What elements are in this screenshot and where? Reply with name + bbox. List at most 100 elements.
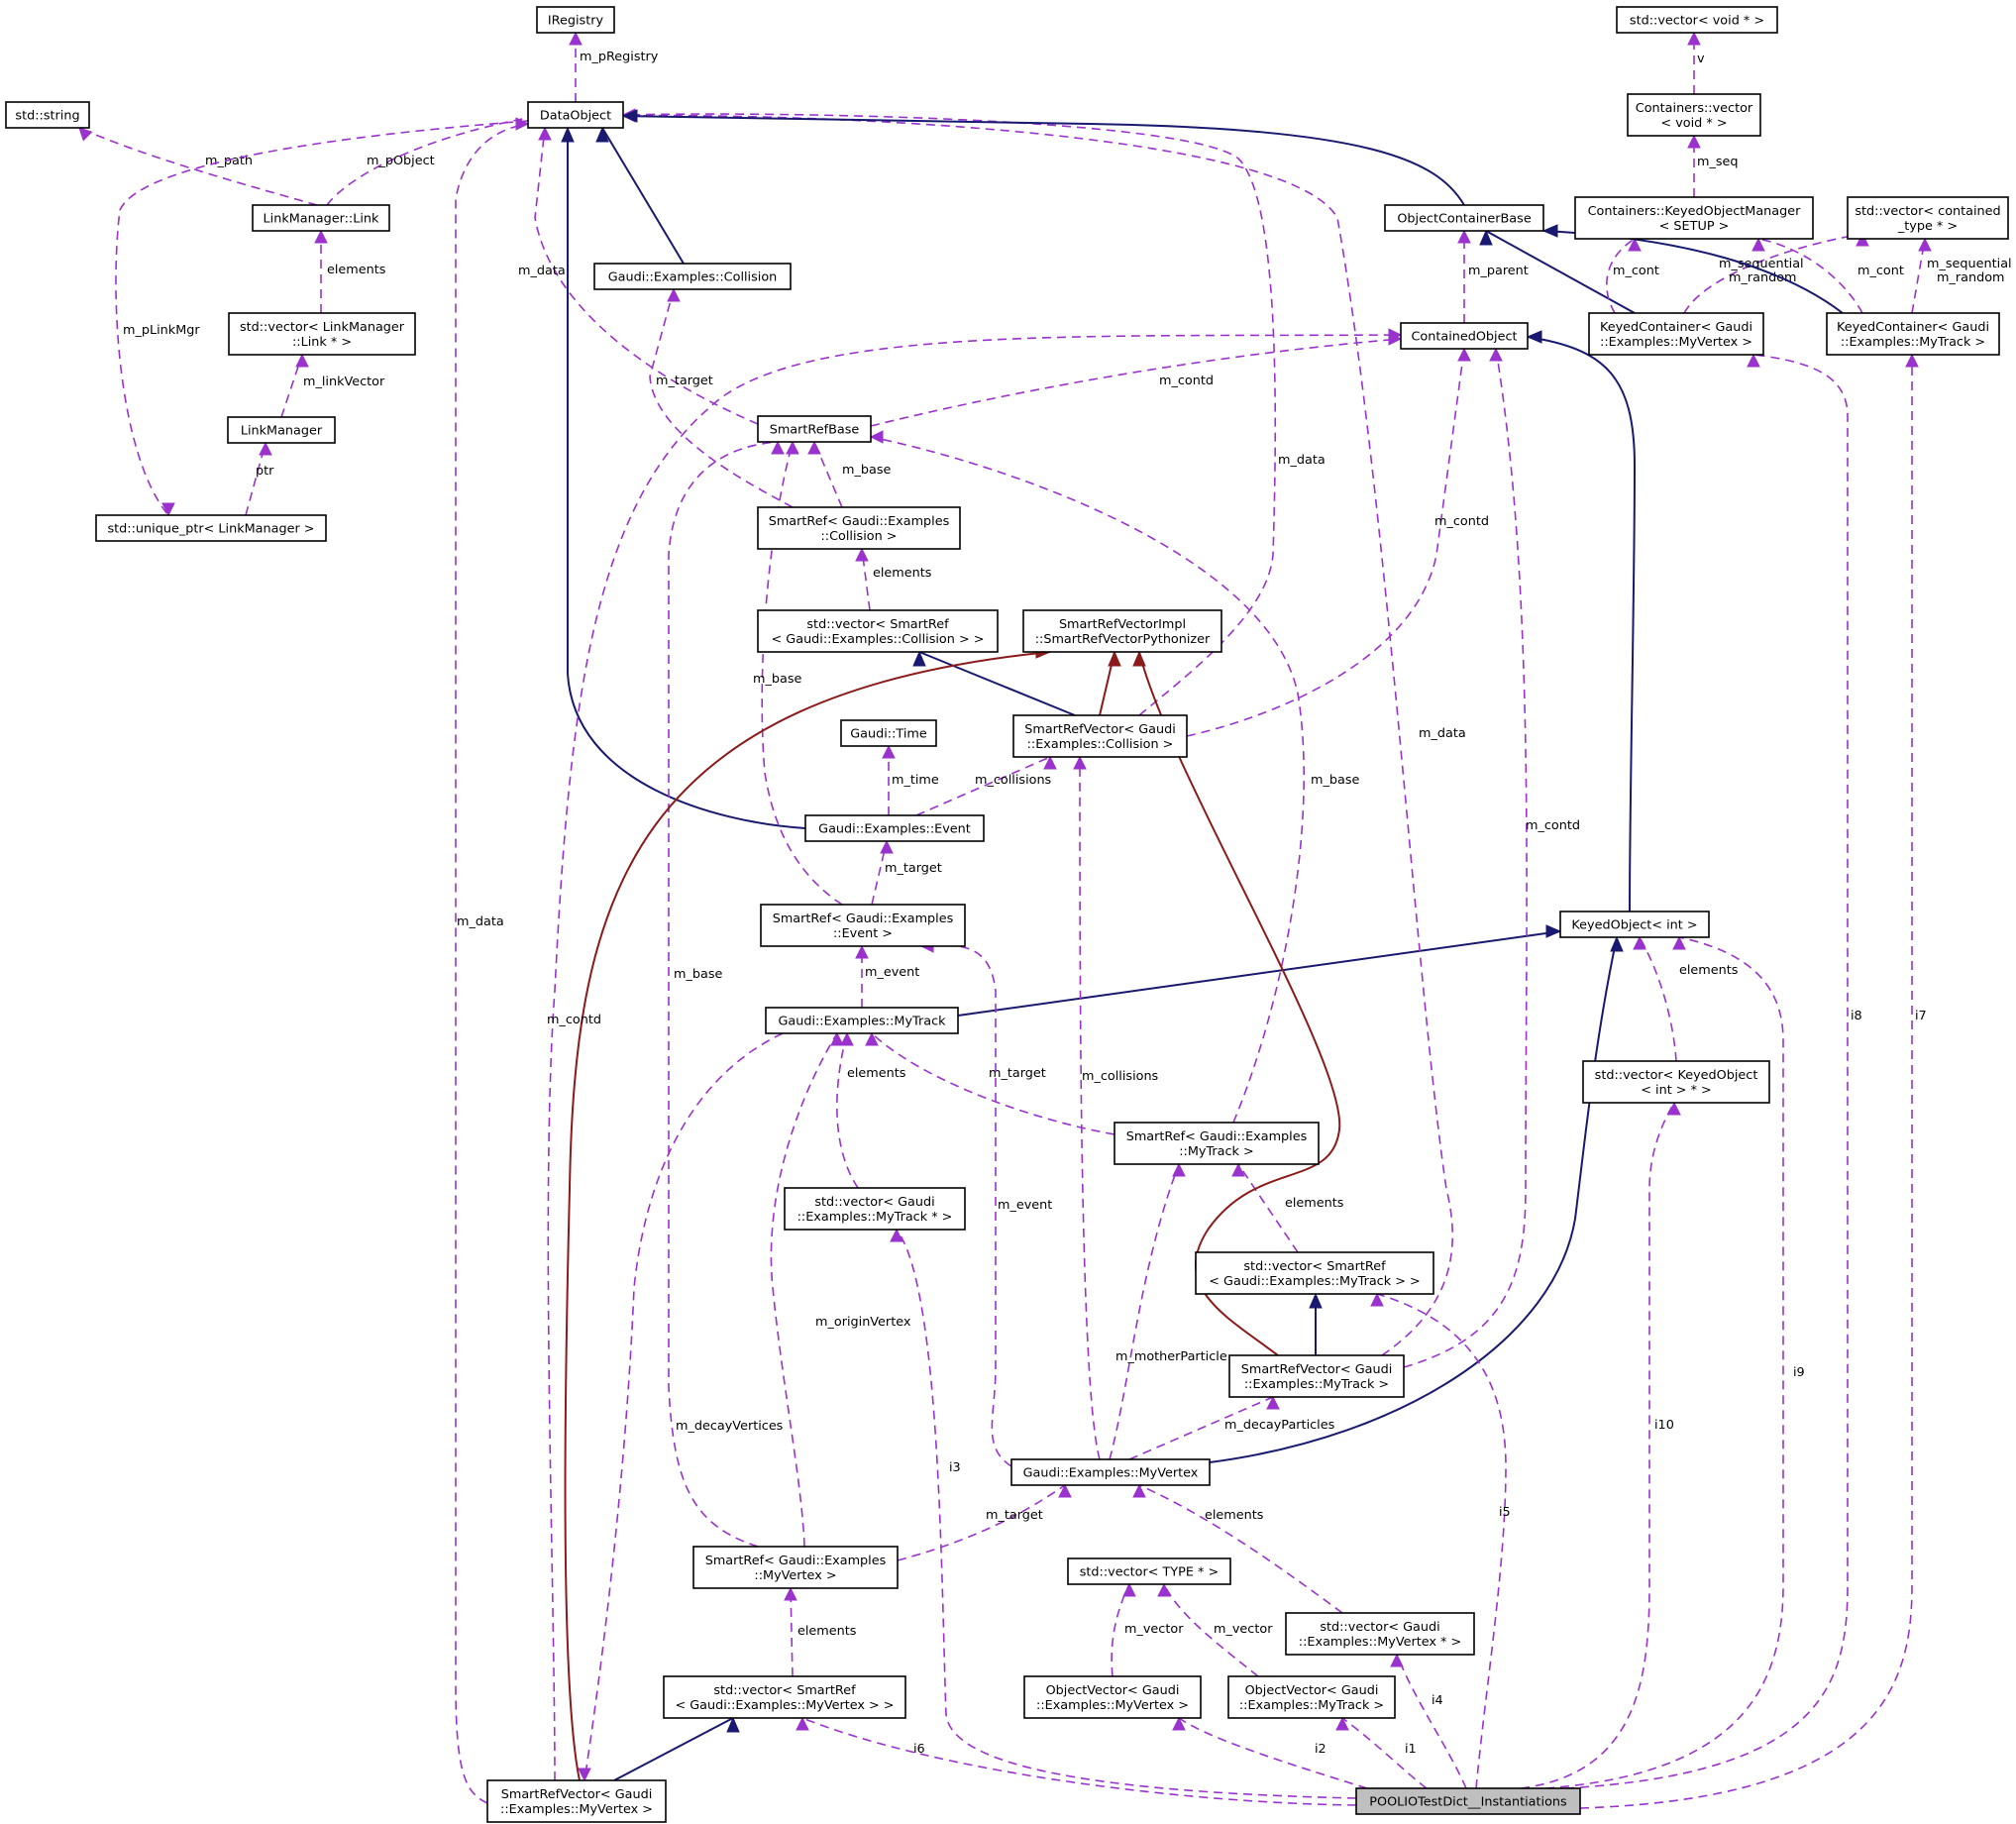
- edge-MyTrack-to-SRVMyVertex: m_decayVertices: [578, 1032, 784, 1782]
- class-node-MyVertex[interactable]: Gaudi::Examples::MyVertex: [1010, 1458, 1211, 1486]
- class-node-uptrLM[interactable]: std::unique_ptr< LinkManager >: [95, 514, 327, 542]
- class-name: SmartRefVector< Gaudi: [1241, 1362, 1393, 1377]
- class-node-SRMyTrack[interactable]: SmartRef< Gaudi::Examples::MyTrack >: [1114, 1122, 1320, 1165]
- class-box: [757, 609, 999, 653]
- edge-arrowhead: [796, 1716, 809, 1731]
- edge-arrowhead: [1172, 1716, 1186, 1731]
- class-node-SRVMyVertex[interactable]: SmartRefVector< Gaudi::Examples::MyVerte…: [486, 1779, 667, 1823]
- class-node-SRVImpl[interactable]: SmartRefVectorImpl::SmartRefVectorPython…: [1022, 609, 1222, 653]
- class-node-OVMyVertex[interactable]: ObjectVector< Gaudi::Examples::MyVertex …: [1023, 1675, 1202, 1719]
- class-node-OVMyTrack[interactable]: ObjectVector< Gaudi::Examples::MyTrack >: [1227, 1675, 1396, 1719]
- class-node-KCMyTrack[interactable]: KeyedContainer< Gaudi::Examples::MyTrack…: [1826, 312, 2000, 356]
- edge-arrowhead: [538, 126, 552, 141]
- class-node-string[interactable]: std::string: [5, 101, 90, 129]
- edge-SRMyVertex-to-SmartRefBase: m_base: [668, 440, 785, 1548]
- class-box: [1826, 312, 2000, 356]
- edge-SRVMyVertex-to-vecSRMyVertex: [613, 1716, 740, 1781]
- class-node-IRegistry[interactable]: IRegistry: [536, 6, 615, 34]
- edge-LMLink-to-string: m_path: [78, 127, 318, 206]
- edge-arrowhead: [314, 229, 328, 244]
- class-node-LinkManager[interactable]: LinkManager: [227, 416, 336, 444]
- class-box: [1400, 322, 1529, 350]
- edge-arrowhead: [1335, 1716, 1349, 1731]
- class-node-LMLink[interactable]: LinkManager::Link: [252, 204, 390, 232]
- class-node-vecVoid[interactable]: std::vector< void * >: [1616, 6, 1778, 34]
- edge-arrowhead: [1541, 224, 1558, 238]
- edge-label: m_base: [1311, 773, 1359, 788]
- edge-line: [1237, 1163, 1299, 1253]
- edge-arrowhead: [1132, 650, 1146, 667]
- edge-arrowhead: [1628, 237, 1642, 252]
- class-node-MyTrack[interactable]: Gaudi::Examples::MyTrack: [765, 1007, 959, 1034]
- class-node-vecSRMyVertex[interactable]: std::vector< SmartRef< Gaudi::Examples::…: [663, 1675, 906, 1719]
- class-node-vecContained[interactable]: std::vector< contained_type * >: [1847, 196, 2009, 240]
- edge-line: [1683, 233, 1863, 314]
- edge-SRVMyTrack-to-ContainedObject: m_contd: [1403, 347, 1580, 1368]
- edge-label: elements: [873, 566, 932, 581]
- class-node-vecSRMyTrack[interactable]: std::vector< SmartRef< Gaudi::Examples::…: [1195, 1251, 1434, 1295]
- edge-POOLIO-to-KCMyTrack: i7: [1579, 353, 1927, 1809]
- edge-label: m_collisions: [975, 773, 1052, 788]
- class-node-Event[interactable]: Gaudi::Examples::Event: [804, 814, 985, 842]
- edge-SRMyVertex-to-MyVertex: m_target: [897, 1483, 1072, 1561]
- edge-arrowhead: [865, 1031, 879, 1046]
- class-node-vecLMLink[interactable]: std::vector< LinkManager::Link * >: [228, 312, 416, 356]
- edge-POOLIO-to-KCMyVertex: i8: [1564, 353, 1862, 1789]
- edge-Event-to-SRVCollision: m_collisions: [915, 755, 1057, 816]
- class-name: Gaudi::Examples::Collision: [608, 270, 778, 285]
- edge-line: [897, 1484, 1066, 1561]
- edge-arrowhead: [1905, 353, 1919, 368]
- edge-arrowhead: [1489, 347, 1503, 362]
- class-node-DataObject[interactable]: DataObject: [527, 101, 624, 129]
- class-name: ::Examples::MyTrack >: [1244, 1377, 1389, 1392]
- edge-arrowhead: [561, 126, 575, 143]
- class-node-vecMyVertexPtr[interactable]: std::vector< Gaudi::Examples::MyVertex *…: [1285, 1612, 1475, 1656]
- edge-arrowhead: [1108, 650, 1121, 667]
- edge-POOLIO-to-vecSRMyTrack: i5: [1370, 1292, 1511, 1789]
- class-name: std::vector< LinkManager: [240, 320, 405, 335]
- class-node-vecSRCollision[interactable]: std::vector< SmartRef< Gaudi::Examples::…: [757, 609, 999, 653]
- class-node-SRVCollision[interactable]: SmartRefVector< Gaudi::Examples::Collisi…: [1012, 714, 1188, 758]
- class-name: SmartRef< Gaudi::Examples: [705, 1554, 887, 1568]
- edge-arrowhead: [578, 1768, 591, 1782]
- class-box: [663, 1675, 906, 1719]
- class-node-SRVMyTrack[interactable]: SmartRefVector< Gaudi::Examples::MyTrack…: [1228, 1354, 1405, 1398]
- edge-label: i2: [1315, 1742, 1326, 1757]
- edge-DataObject-to-uptrLM: m_pLinkMgr: [115, 120, 529, 517]
- edge-arrowhead: [1667, 1101, 1681, 1116]
- edge-arrowhead: [1073, 755, 1087, 770]
- class-name: SmartRef< Gaudi::Examples: [773, 912, 954, 926]
- edge-label: m_cont: [1613, 264, 1659, 278]
- edge-label: i1: [1405, 1742, 1417, 1757]
- edge-arrowhead: [855, 944, 869, 959]
- class-node-ObjectContainerBase[interactable]: ObjectContainerBase: [1384, 204, 1544, 232]
- edge-KeyedObject-to-ContainedObject: [1526, 330, 1637, 912]
- class-node-vecKeyedObject[interactable]: std::vector< KeyedObject< int > * >: [1582, 1060, 1770, 1104]
- edge-line: [801, 1717, 1357, 1806]
- class-node-Collision[interactable]: Gaudi::Examples::Collision: [593, 263, 792, 290]
- class-node-SRCollision[interactable]: SmartRef< Gaudi::Examples::Collision >: [757, 506, 961, 550]
- edge-label: m_vector: [1214, 1622, 1273, 1637]
- class-node-vecMyTrackPtr[interactable]: std::vector< Gaudi::Examples::MyTrack * …: [784, 1187, 966, 1231]
- class-node-Time[interactable]: Gaudi::Time: [840, 719, 937, 747]
- class-node-KeyedObject[interactable]: KeyedObject< int >: [1559, 911, 1710, 938]
- edge-arrowhead: [726, 1716, 740, 1733]
- class-name: ::Collision >: [820, 529, 897, 544]
- class-node-ContainedObject[interactable]: ContainedObject: [1400, 322, 1529, 350]
- edge-label: elements: [1285, 1196, 1344, 1211]
- class-node-KOM[interactable]: Containers::KeyedObjectManager< SETUP >: [1574, 196, 1814, 240]
- edge-KCMyTrack-to-KOM: m_cont: [1751, 237, 1904, 314]
- class-node-POOLIO[interactable]: POOLIOTestDict__Instantiations: [1355, 1787, 1581, 1815]
- edge-arrowhead: [1747, 353, 1760, 368]
- edge-line: [613, 1717, 734, 1781]
- edge-label: m_contd: [1159, 374, 1214, 388]
- class-node-vecTYPE[interactable]: std::vector< TYPE * >: [1067, 1557, 1231, 1585]
- class-node-ContVector[interactable]: Containers::vector< void * >: [1627, 93, 1761, 137]
- edge-label: m_parent: [1468, 264, 1529, 278]
- edge-label: elements: [327, 263, 386, 277]
- class-node-SRMyVertex[interactable]: SmartRef< Gaudi::Examples::MyVertex >: [692, 1546, 899, 1589]
- class-node-SREvent[interactable]: SmartRef< Gaudi::Examples::Event >: [760, 904, 966, 947]
- class-node-SmartRefBase[interactable]: SmartRefBase: [757, 415, 872, 443]
- edge-line: [871, 840, 888, 906]
- class-node-KCMyVertex[interactable]: KeyedContainer< Gaudi::Examples::MyVerte…: [1588, 312, 1764, 356]
